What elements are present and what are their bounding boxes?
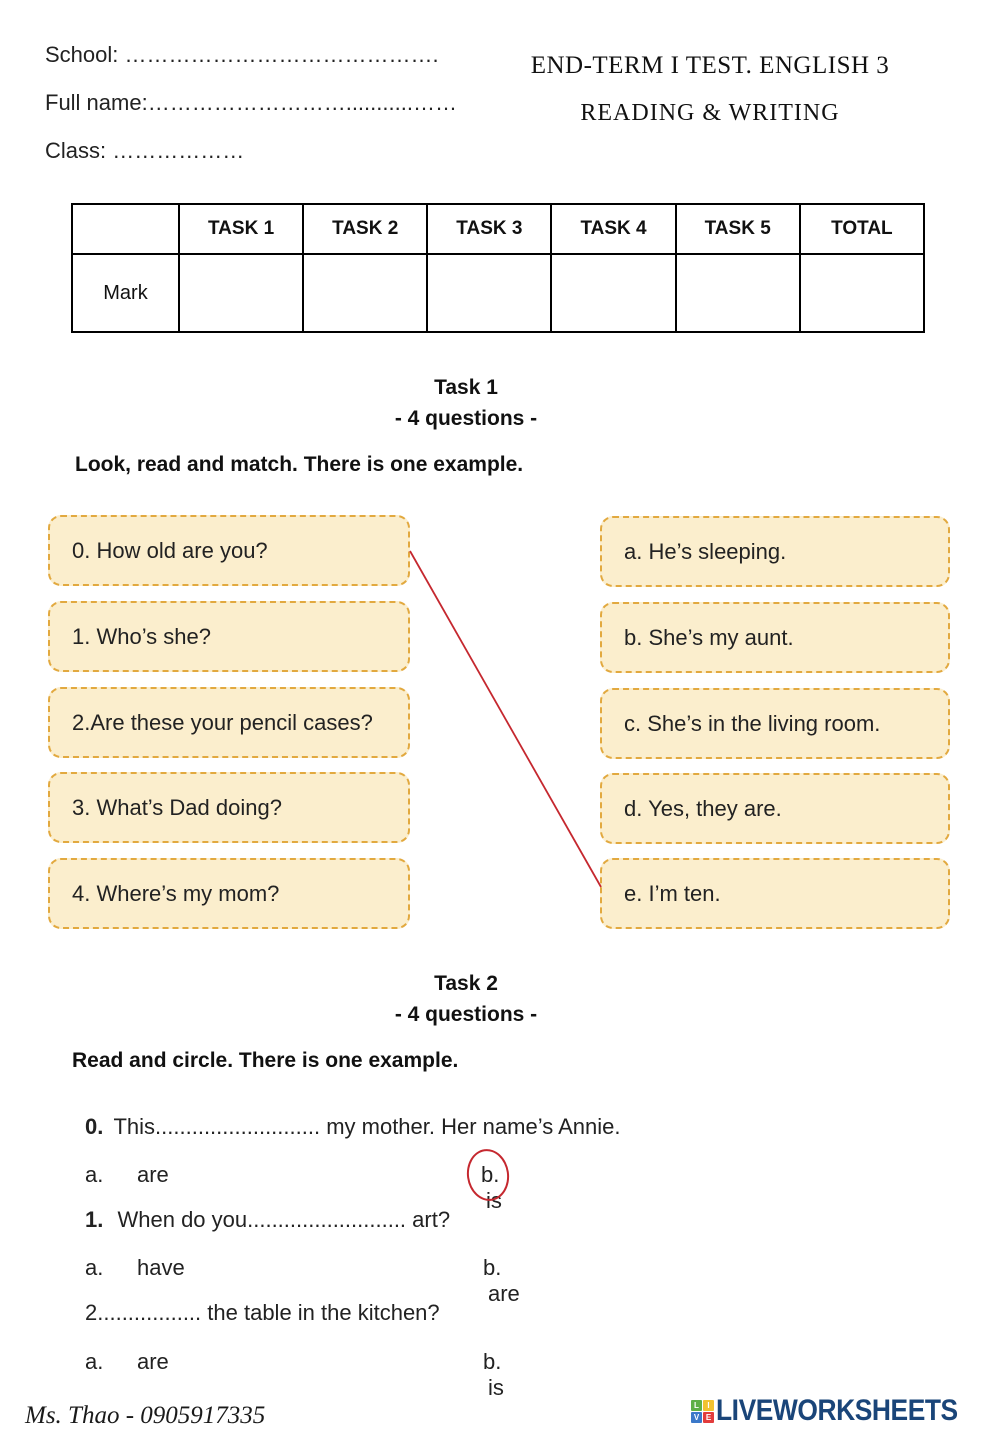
match-left-item-2[interactable]: 2.Are these your pencil cases? bbox=[48, 687, 410, 758]
score-table: TASK 1 TASK 2 TASK 3 TASK 4 TASK 5 TOTAL… bbox=[71, 203, 926, 333]
mark-cell-task5 bbox=[674, 253, 801, 333]
option-a-label[interactable]: a. bbox=[85, 1162, 104, 1187]
option-b[interactable]: b. is bbox=[483, 1349, 504, 1401]
question-number: 2 bbox=[85, 1300, 98, 1325]
logo-square-i: I bbox=[703, 1400, 714, 1411]
mark-cell-task4 bbox=[550, 253, 677, 333]
task1-title: Task 1 bbox=[434, 376, 498, 399]
class-field[interactable]: Class: ……………… bbox=[45, 138, 245, 163]
question-number: 0. bbox=[85, 1114, 104, 1139]
task2-title: Task 2 bbox=[434, 972, 498, 995]
test-title: END-TERM I TEST. ENGLISH 3 bbox=[530, 52, 890, 79]
option-a-label[interactable]: a. bbox=[85, 1255, 104, 1280]
match-right-item-c[interactable]: c. She’s in the living room. bbox=[600, 688, 950, 759]
task2-question-0: 0. This........................... my mo… bbox=[85, 1114, 620, 1140]
circled-answer[interactable]: b. bbox=[481, 1162, 500, 1187]
mark-cell-task2 bbox=[302, 253, 429, 333]
option-a-label[interactable]: a. bbox=[85, 1349, 104, 1374]
match-left-item-3[interactable]: 3. What’s Dad doing? bbox=[48, 772, 410, 843]
match-left-item-1[interactable]: 1. Who’s she? bbox=[48, 601, 410, 672]
test-subtitle: READING & WRITING bbox=[580, 100, 840, 126]
task1-instruction: Look, read and match. There is one examp… bbox=[75, 453, 524, 476]
option-a-word[interactable]: have bbox=[137, 1255, 185, 1280]
option-b-word[interactable]: are bbox=[488, 1281, 520, 1306]
liveworksheets-logo[interactable]: L I V E LIVEWORKSHEETS bbox=[691, 1394, 991, 1427]
task1-subtitle: - 4 questions - bbox=[394, 407, 538, 430]
task2-subtitle: - 4 questions - bbox=[394, 1003, 538, 1026]
mark-cell-task1 bbox=[177, 253, 305, 333]
school-field[interactable]: School: ……………………………………. bbox=[45, 42, 439, 67]
match-left-item-0[interactable]: 0. How old are you? bbox=[48, 515, 410, 586]
option-b[interactable]: b. are bbox=[483, 1255, 520, 1307]
option-a-word[interactable]: are bbox=[137, 1162, 169, 1187]
question-text: This........................... my mothe… bbox=[113, 1114, 621, 1139]
option-b-label[interactable]: b. bbox=[483, 1255, 502, 1280]
liveworksheets-logo-text: LIVEWORKSHEETS bbox=[716, 1394, 958, 1427]
match-right-item-a[interactable]: a. He’s sleeping. bbox=[600, 516, 950, 587]
mark-cell-total bbox=[798, 253, 926, 333]
logo-square-v: V bbox=[691, 1412, 702, 1423]
score-col-empty bbox=[71, 203, 180, 255]
teacher-signature: Ms. Thao - 0905917335 bbox=[25, 1402, 266, 1429]
score-col-task4: TASK 4 bbox=[550, 203, 677, 255]
match-left-item-4[interactable]: 4. Where’s my mom? bbox=[48, 858, 410, 929]
liveworksheets-logo-icon: L I V E bbox=[691, 1400, 714, 1423]
task2-question-1: 1. When do you..........................… bbox=[85, 1207, 450, 1233]
score-col-task2: TASK 2 bbox=[302, 203, 429, 255]
score-col-task1: TASK 1 bbox=[177, 203, 305, 255]
match-right-item-e[interactable]: e. I’m ten. bbox=[600, 858, 950, 929]
match-right-item-b[interactable]: b. She’s my aunt. bbox=[600, 602, 950, 673]
option-a-word[interactable]: are bbox=[137, 1349, 169, 1374]
question-number: 1. bbox=[85, 1207, 104, 1232]
question-text: When do you.......................... ar… bbox=[117, 1207, 451, 1232]
task2-instruction: Read and circle. There is one example. bbox=[72, 1049, 459, 1072]
match-right-item-d[interactable]: d. Yes, they are. bbox=[600, 773, 950, 844]
option-b-label[interactable]: b. bbox=[483, 1349, 502, 1374]
logo-square-e: E bbox=[703, 1412, 714, 1423]
logo-square-l: L bbox=[691, 1400, 702, 1411]
score-col-total: TOTAL bbox=[798, 203, 926, 255]
score-col-task5: TASK 5 bbox=[674, 203, 801, 255]
task2-question-2: 2................. the table in the kitc… bbox=[85, 1300, 440, 1326]
mark-row-label: Mark bbox=[71, 253, 180, 333]
question-text: ................. the table in the kitch… bbox=[97, 1300, 440, 1325]
score-col-task3: TASK 3 bbox=[426, 203, 553, 255]
mark-cell-task3 bbox=[426, 253, 553, 333]
option-b-word[interactable]: is bbox=[488, 1375, 504, 1400]
fullname-field[interactable]: Full name:………………………...........…… bbox=[45, 90, 457, 115]
option-b[interactable]: b. is bbox=[481, 1162, 502, 1214]
